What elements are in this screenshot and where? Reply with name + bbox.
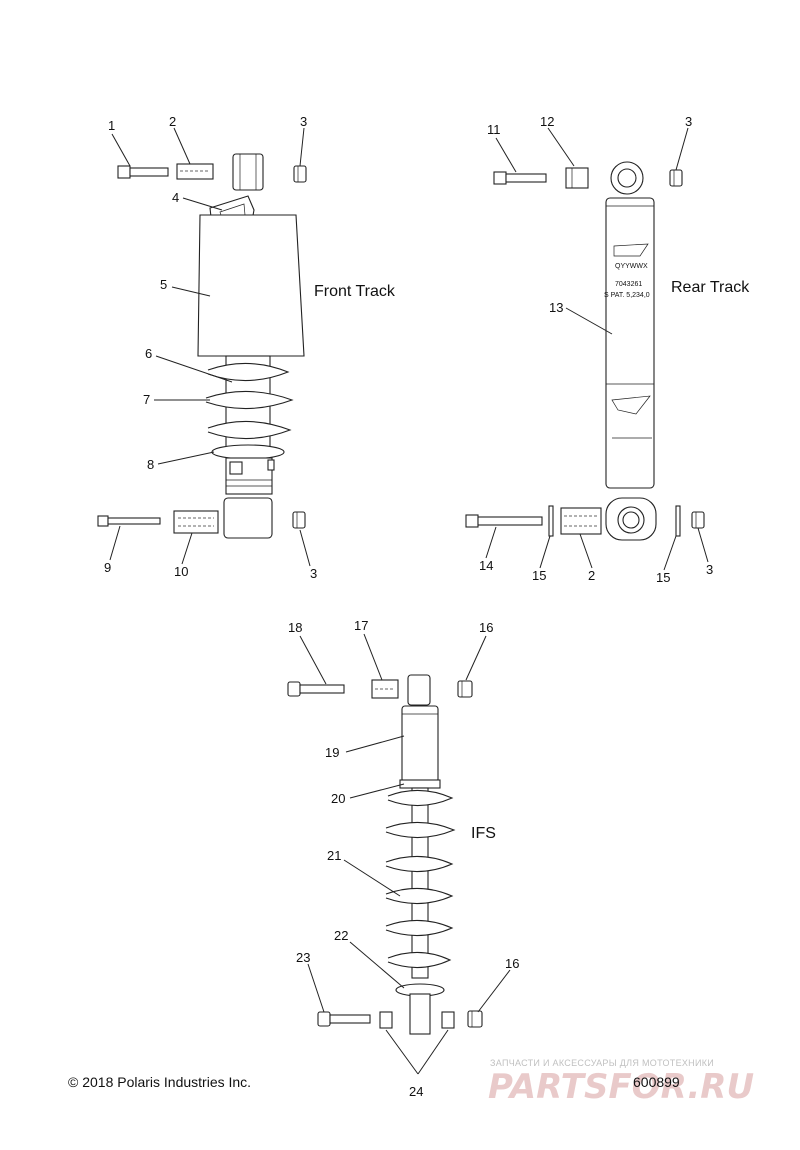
callout-4: 4 xyxy=(172,190,179,205)
part-nut-16-bottom xyxy=(467,1010,483,1028)
callout-6: 6 xyxy=(145,346,152,361)
callout-12: 12 xyxy=(540,114,554,129)
section-label-front-track: Front Track xyxy=(314,283,396,300)
callout-labels: 1 2 3 4 5 6 7 8 9 10 3 11 12 3 13 14 15 … xyxy=(104,114,713,1099)
callout-16: 16 xyxy=(479,620,493,635)
front-shock-bottom-eye xyxy=(223,497,273,539)
callout-3: 3 xyxy=(300,114,307,129)
callout-7: 7 xyxy=(143,392,150,407)
part-shock-body-19 xyxy=(401,705,439,783)
part-spring-7 xyxy=(205,362,294,440)
decal-part-number: 7043261 xyxy=(615,281,642,288)
callout-9: 9 xyxy=(104,560,111,575)
callout-15-right: 15 xyxy=(656,570,670,585)
callout-22: 22 xyxy=(334,928,348,943)
front-shock-top-eye xyxy=(232,153,264,191)
callout-3-rear-bottom: 3 xyxy=(706,562,713,577)
callout-11: 11 xyxy=(487,122,501,137)
part-nut-3 xyxy=(293,165,307,183)
part-retainer-8 xyxy=(211,444,285,460)
section-label-ifs: IFS xyxy=(471,825,496,842)
callout-3-rear-top: 3 xyxy=(685,114,692,129)
callout-24: 24 xyxy=(409,1084,423,1099)
callout-23: 23 xyxy=(296,950,310,965)
callout-16-bottom: 16 xyxy=(505,956,519,971)
part-bolt-23 xyxy=(317,1011,371,1027)
part-bushing-10 xyxy=(173,510,219,534)
decal-patent: S PAT. 5,234,0 xyxy=(604,292,650,299)
front-track-shock xyxy=(97,153,307,539)
ifs-shock xyxy=(287,674,483,1035)
callout-1: 1 xyxy=(108,118,115,133)
part-shock-body-13 xyxy=(605,197,655,489)
callout-5: 5 xyxy=(160,277,167,292)
callout-2-rear: 2 xyxy=(588,568,595,583)
part-bushing-24-left xyxy=(379,1011,393,1029)
rear-shock-bottom-eye xyxy=(605,497,657,541)
part-bolt-11 xyxy=(493,171,547,185)
ifs-shock-top-eye xyxy=(407,674,431,706)
watermark-logo: PARTSFOR.RU xyxy=(488,1067,754,1106)
part-collar-20 xyxy=(399,779,441,789)
callout-3-front-bottom: 3 xyxy=(310,566,317,581)
part-bolt-1 xyxy=(117,165,169,179)
part-spring-21 xyxy=(385,787,456,979)
watermark-caption: ЗАПЧАСТИ И АКСЕССУАРЫ ДЛЯ МОТОТЕХНИКИ xyxy=(490,1058,715,1068)
rear-shock-top-eye xyxy=(610,161,644,195)
part-bushing-2-rear xyxy=(560,507,602,535)
part-nut-3-rear-bottom xyxy=(691,511,705,529)
callout-2: 2 xyxy=(169,114,176,129)
part-boot-5 xyxy=(197,214,305,357)
callout-15: 15 xyxy=(532,568,546,583)
leader-lines xyxy=(109,127,709,1075)
copyright-notice: © 2018 Polaris Industries Inc. xyxy=(68,1074,252,1090)
shock-decal: QYYWWX 7043261 S PAT. 5,234,0 xyxy=(604,243,652,439)
part-bolt-9 xyxy=(97,515,161,527)
part-bushing-2 xyxy=(176,163,214,180)
callout-18: 18 xyxy=(288,620,302,635)
part-spacer-12 xyxy=(565,167,589,189)
part-nut-3-bottom xyxy=(292,511,306,529)
part-washer-15-right xyxy=(675,505,681,537)
figure-number: 600899 xyxy=(633,1074,680,1090)
rear-track-shock: QYYWWX 7043261 S PAT. 5,234,0 xyxy=(465,161,705,541)
callout-21: 21 xyxy=(327,848,341,863)
part-nut-3-rear-top xyxy=(669,169,683,187)
callout-17: 17 xyxy=(354,618,368,633)
callout-13: 13 xyxy=(549,300,563,315)
callout-20: 20 xyxy=(331,791,345,806)
part-nut-16 xyxy=(457,680,473,698)
callout-14: 14 xyxy=(479,558,493,573)
part-washer-15 xyxy=(548,505,554,537)
section-label-rear-track: Rear Track xyxy=(671,279,750,296)
part-bushing-24-right xyxy=(441,1011,455,1029)
callout-8: 8 xyxy=(147,457,154,472)
part-bolt-18 xyxy=(287,681,345,697)
callout-19: 19 xyxy=(325,745,339,760)
part-bolt-14 xyxy=(465,514,543,528)
watermark-logo-text: PARTSFOR.RU xyxy=(488,1067,754,1106)
callout-10: 10 xyxy=(174,564,188,579)
decal-code: QYYWWX xyxy=(615,263,648,270)
